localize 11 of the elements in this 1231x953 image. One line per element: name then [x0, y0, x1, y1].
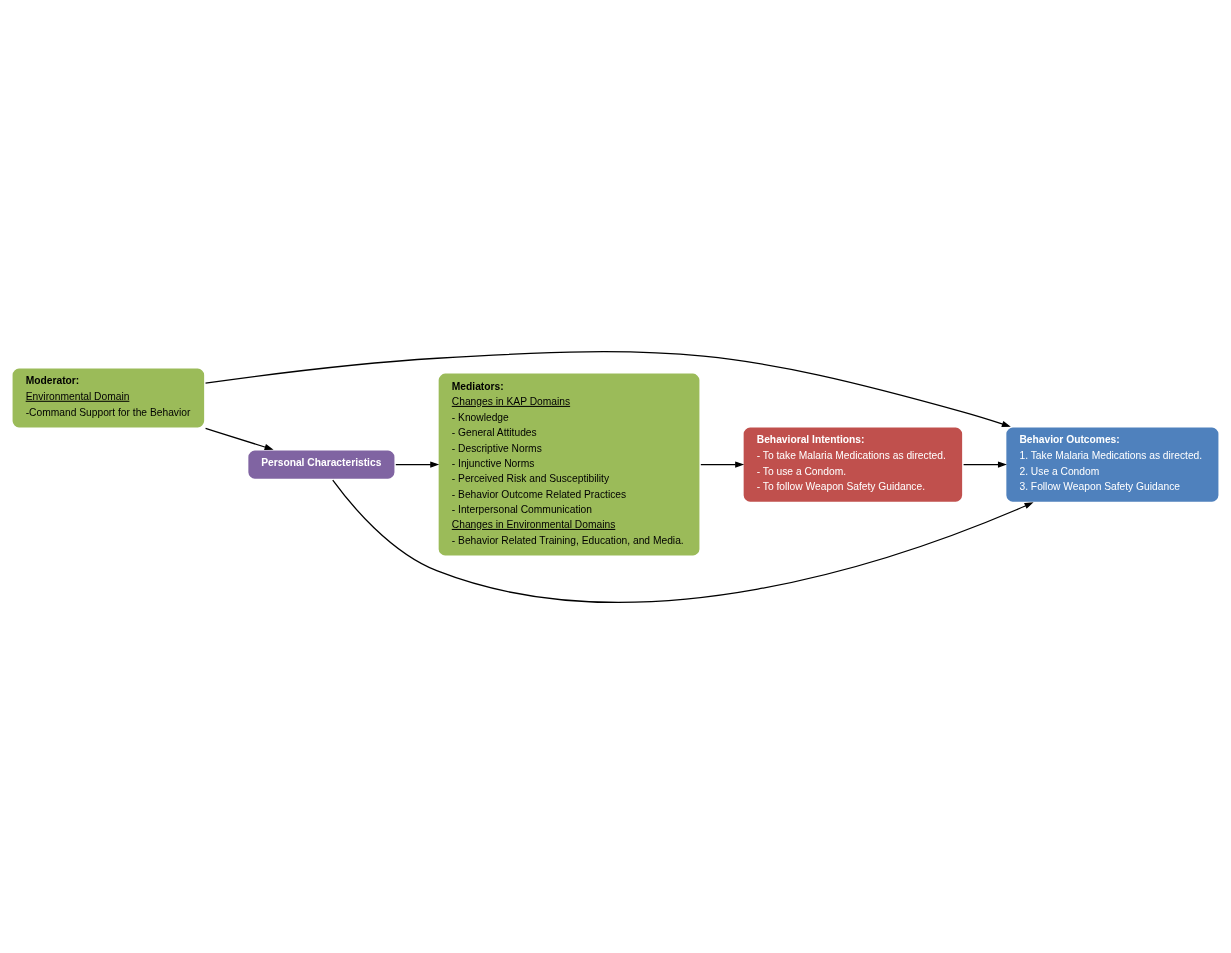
node-box: Behavior Outcomes: 1. Take Malaria Medications as directed. 2. Use a Condom 3. Follow Weapon Safety Guidance	[1003, 424, 1221, 504]
arrow	[332, 479, 1034, 603]
node-box: Moderator: Environmental Domain -Command Support for the Behavior	[10, 365, 207, 430]
node-box: Personal Characteristics	[245, 447, 397, 481]
arrow	[700, 460, 745, 468]
arrow	[962, 460, 1007, 468]
arrow	[204, 350, 1011, 427]
node-box: Mediators: Changes in KAP Domains - Knowledge - General Attitudes - Descriptive Norms - Injunctive Norms - Perceived Risk and Susceptibility - Behavior Outcome Related Practices - Interpersonal Communication Changes in Environmental Domains - Behavior Related Training, Education, and Media.	[436, 370, 702, 558]
arrow	[204, 427, 274, 450]
node-box: Behavioral Intentions: - To take Malaria Medications as directed. - To use a Condom. - To follow Weapon Safety Guidance.	[741, 424, 965, 504]
arrow	[395, 460, 440, 468]
